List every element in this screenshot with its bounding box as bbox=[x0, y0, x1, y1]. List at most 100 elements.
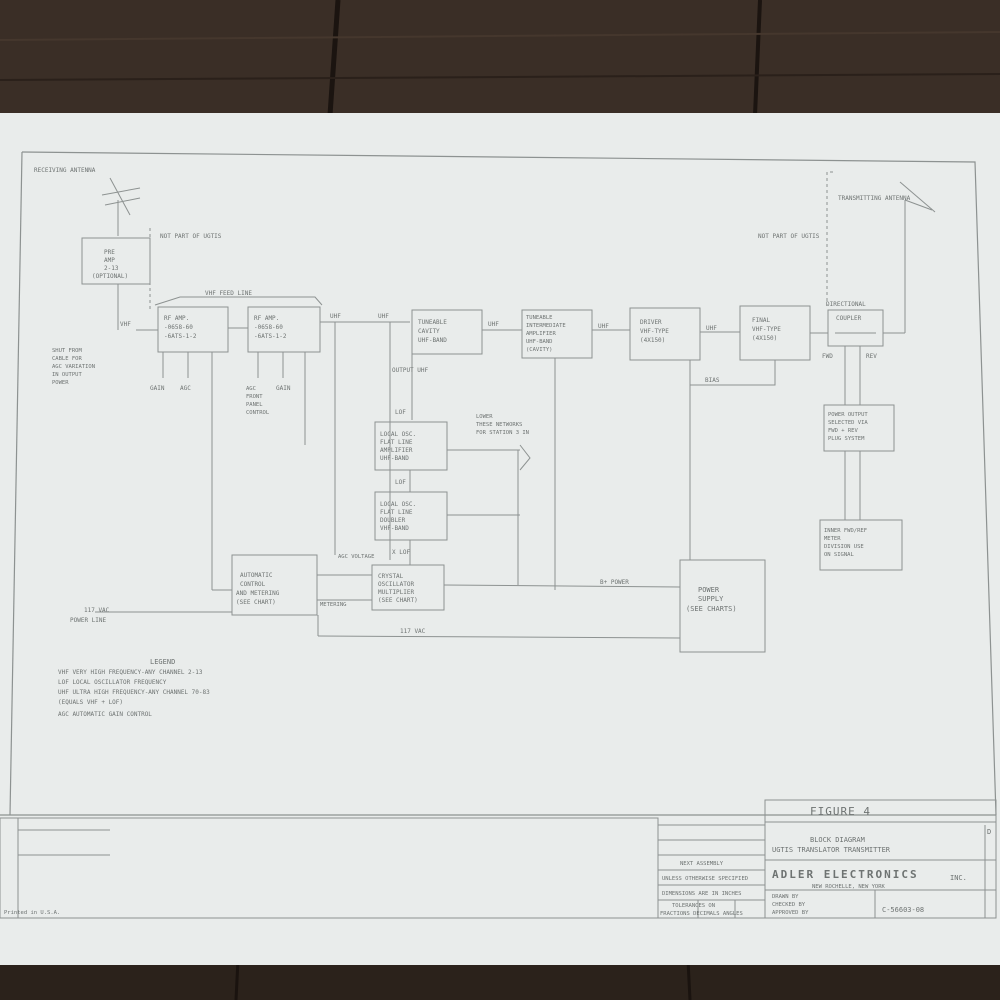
power-output-line2: SELECTED VIA bbox=[828, 420, 868, 426]
next-assembly: NEXT ASSEMBLY bbox=[680, 861, 724, 867]
x-lof-label: X LOF bbox=[392, 549, 410, 556]
local-osc-doubler-line2: FLAT LINE bbox=[380, 509, 413, 516]
final-block bbox=[739, 305, 811, 361]
inner-meter-line2: METER bbox=[824, 536, 841, 542]
agc-note-line4: IN OUTPUT bbox=[52, 372, 82, 378]
legend-item-2: LOF LOCAL OSCILLATOR FREQUENCY bbox=[58, 679, 167, 686]
dimensions-note: DIMENSIONS ARE IN INCHES bbox=[662, 891, 741, 897]
local-osc-amp-line3: AMPLIFIER bbox=[380, 447, 413, 454]
inner-meter-line4: ON SIGNAL bbox=[824, 552, 854, 558]
tuneable-amp-line5: (CAVITY) bbox=[526, 347, 553, 353]
power-output-line1: POWER OUTPUT bbox=[828, 412, 868, 418]
power-output-line3: FWD + REV bbox=[828, 428, 858, 434]
power-supply-block bbox=[679, 559, 766, 653]
legend-heading: LEGEND bbox=[150, 658, 175, 666]
company-suffix: INC. bbox=[950, 874, 967, 882]
not-part-right-label: NOT PART OF UGTIS bbox=[758, 233, 820, 240]
osc-note-line1: LOWER bbox=[476, 414, 493, 420]
pre-amp-line4: (OPTIONAL) bbox=[92, 273, 128, 280]
crystal-line2: OSCILLATOR bbox=[378, 581, 415, 588]
local-osc-doubler-block bbox=[374, 491, 448, 541]
agc-front-line1: AGC bbox=[246, 386, 256, 392]
legend-item-3: UHF ULTRA HIGH FREQUENCY-ANY CHANNEL 70-… bbox=[58, 689, 210, 696]
auto-control-line2: CONTROL bbox=[240, 581, 266, 588]
final-line2: VHF-TYPE bbox=[752, 326, 781, 333]
tuneable-cavity-block bbox=[411, 309, 483, 355]
coupler-line2: COUPLER bbox=[836, 315, 862, 322]
tuneable-amp-block bbox=[521, 309, 593, 359]
sheet-mark: D bbox=[987, 828, 991, 836]
agc-front-line2: FRONT bbox=[246, 394, 263, 400]
driver-line3: (4X150) bbox=[640, 337, 665, 344]
rf-amp-1-line3: -6ATS-1-2 bbox=[164, 333, 197, 340]
uhf-label-3: UHF bbox=[488, 321, 499, 328]
printer-mark: Printed in U.S.A. bbox=[4, 910, 60, 916]
agc-label: AGC bbox=[180, 385, 191, 392]
agc-front-line3: PANEL bbox=[246, 402, 263, 408]
legend-item-5: AGC AUTOMATIC GAIN CONTROL bbox=[58, 711, 152, 718]
receiving-antenna-label: RECEIVING ANTENNA bbox=[34, 167, 96, 174]
rf-amp-2-line1: RF AMP. bbox=[254, 315, 279, 322]
coupler-line1: DIRECTIONAL bbox=[826, 301, 866, 308]
drawing-number: C-56603-08 bbox=[882, 906, 924, 914]
title-line2: UGTIS TRANSLATOR TRANSMITTER bbox=[772, 846, 891, 854]
receiving-antenna-icon bbox=[101, 177, 141, 236]
company-name: ADLER ELECTRONICS bbox=[772, 868, 919, 881]
auto-control-line3: AND METERING bbox=[236, 590, 280, 597]
agc-voltage-label: AGC VOLTAGE bbox=[338, 554, 374, 560]
tuneable-cavity-line1: TUNEABLE bbox=[418, 319, 447, 326]
local-osc-amp-line4: UHF-BAND bbox=[380, 455, 409, 462]
transmitting-antenna-label: TRANSMITTING ANTENNA bbox=[838, 195, 911, 202]
pre-amp-block bbox=[81, 237, 151, 285]
tuneable-amp-line3: AMPLIFIER bbox=[526, 331, 556, 337]
117-vac-label: 117 VAC bbox=[400, 628, 426, 635]
local-osc-doubler-line3: DOUBLER bbox=[380, 517, 406, 524]
pre-amp-line3: 2-13 bbox=[104, 265, 119, 272]
b-plus-label: B+ POWER bbox=[600, 579, 629, 586]
agc-note-line1: SHUT FROM bbox=[52, 348, 82, 354]
rf-amp-1-line1: RF AMP. bbox=[164, 315, 189, 322]
gain-label-2: GAIN bbox=[276, 385, 291, 392]
crystal-line3: MULTIPLIER bbox=[378, 589, 415, 596]
crystal-line1: CRYSTAL bbox=[378, 573, 404, 580]
block-labels: RECEIVING ANTENNA NOT PART OF UGTIS PRE … bbox=[34, 167, 911, 624]
agc-note-line2: CABLE FOR bbox=[52, 356, 82, 362]
legend-item-4: (EQUALS VHF + LOF) bbox=[58, 699, 123, 706]
power-output-line4: PLUG SYSTEM bbox=[828, 436, 865, 442]
uhf-label-2: UHF bbox=[378, 313, 389, 320]
uhf-label-4: UHF bbox=[598, 323, 609, 330]
crystal-oscillator-block bbox=[371, 564, 445, 611]
gain-label-1: GAIN bbox=[150, 385, 165, 392]
osc-note-line3: FOR STATION 3 IN bbox=[476, 430, 529, 436]
final-line3: (4X150) bbox=[752, 335, 777, 342]
lof-label-2: LOF bbox=[395, 479, 406, 486]
rev-label: REV bbox=[866, 353, 877, 360]
automatic-control-block bbox=[231, 554, 318, 616]
directional-coupler-block bbox=[827, 309, 884, 347]
auto-control-line1: AUTOMATIC bbox=[240, 572, 273, 579]
local-osc-amp-line1: LOCAL OSC. bbox=[380, 431, 416, 438]
rf-amp-1-line2: -0658-60 bbox=[164, 324, 193, 331]
title-line1: BLOCK DIAGRAM bbox=[810, 836, 865, 844]
power-supply-line1: POWER bbox=[698, 586, 720, 594]
inner-meter-line1: INNER FWD/REF bbox=[824, 528, 867, 534]
checked-by: CHECKED BY bbox=[772, 902, 806, 908]
driver-line2: VHF-TYPE bbox=[640, 328, 669, 335]
rf-amp-2-line2: -0658-60 bbox=[254, 324, 283, 331]
crystal-line4: (SEE CHART) bbox=[378, 597, 418, 604]
not-part-left-label: NOT PART OF UGTIS bbox=[160, 233, 222, 240]
metering-label: METERING bbox=[320, 602, 347, 608]
local-osc-amp-line2: FLAT LINE bbox=[380, 439, 413, 446]
drawn-by: DRAWN BY bbox=[772, 894, 799, 900]
company-location: NEW ROCHELLE, NEW YORK bbox=[812, 884, 886, 890]
power-line-line2: POWER LINE bbox=[70, 617, 107, 624]
fractions-note: FRACTIONS DECIMALS ANGLES bbox=[660, 911, 743, 917]
approved-by: APPROVED BY bbox=[772, 910, 809, 916]
tuneable-cavity-line2: CAVITY bbox=[418, 328, 440, 335]
rf-amp-2-block bbox=[247, 306, 321, 353]
rf-amp-2-line3: -6ATS-1-2 bbox=[254, 333, 287, 340]
transmitting-antenna-icon bbox=[899, 181, 936, 213]
driver-line1: DRIVER bbox=[640, 319, 662, 326]
local-osc-doubler-line1: LOCAL OSC. bbox=[380, 501, 416, 508]
